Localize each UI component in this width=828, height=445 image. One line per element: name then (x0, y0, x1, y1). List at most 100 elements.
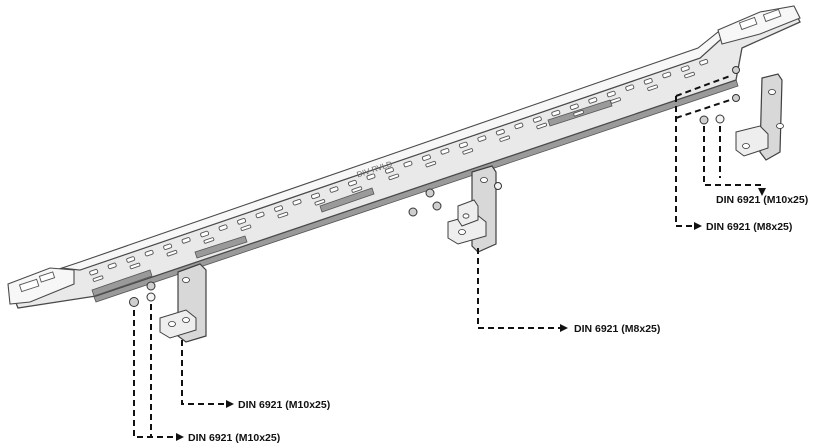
hex-nut-icon (408, 207, 418, 217)
rail-slot (532, 116, 542, 123)
rail-slot (351, 186, 363, 193)
right-bracket-hole (768, 89, 776, 95)
rail-slot (126, 256, 136, 263)
leader-center-m8 (477, 248, 560, 329)
right-bracket-hole (776, 123, 784, 129)
center-bracket-hole (480, 177, 488, 183)
left-bracket-hole (182, 317, 190, 323)
hex-nut-icon (432, 201, 442, 211)
rail-slot (684, 71, 695, 79)
right-bracket-assembly (699, 66, 784, 161)
rail-slot (218, 224, 228, 231)
rail-slot (166, 249, 178, 257)
rail-slot (203, 237, 215, 244)
rail-slot (366, 173, 376, 181)
rail-slot (499, 135, 511, 142)
rail-slot (292, 198, 302, 206)
rail-flange-clip (194, 235, 248, 259)
rail-slot (569, 103, 579, 111)
rail-slot (129, 262, 141, 270)
rail-slot (551, 109, 561, 117)
rail-slot (311, 192, 320, 200)
rail-slot (388, 173, 400, 181)
rail-slot (610, 97, 622, 104)
leader-left-m10-upper (181, 340, 226, 405)
rail-left-end-tab (7, 267, 75, 305)
rail-slot (89, 268, 99, 276)
left-bracket-foot (159, 309, 197, 339)
arrowhead-icon (176, 433, 184, 441)
rail-slot (181, 237, 191, 244)
arrowhead-icon (560, 324, 568, 332)
rail-slot (699, 58, 709, 66)
rail-right-end-slot (738, 16, 758, 31)
leader-left-m10-lower (133, 310, 176, 438)
hex-nut-icon (129, 297, 139, 307)
left-bracket-assembly (129, 263, 207, 343)
rail-slot (403, 160, 413, 168)
left-bracket-hole (168, 321, 176, 327)
rail-slot (240, 224, 252, 231)
arrowhead-icon (226, 400, 234, 408)
hex-nut-icon (146, 281, 156, 291)
left-bracket-hole (182, 277, 190, 283)
arrowhead-icon (694, 222, 702, 230)
rail-slot (458, 141, 468, 149)
right-bracket-hole (742, 143, 750, 149)
rail-slot (606, 90, 616, 98)
rail-slot (588, 97, 598, 104)
center-bracket-hole (462, 213, 470, 219)
rail-slot (573, 109, 585, 117)
rail-slot (425, 160, 437, 168)
rail-slot (514, 122, 524, 130)
callout-right-m10: DIN 6921 (M10x25) (716, 194, 808, 206)
rail-slot (329, 186, 339, 193)
rail-slot (680, 65, 690, 72)
rail-slot (495, 128, 505, 136)
center-bracket-tab (457, 199, 479, 227)
arrowhead-icon (758, 188, 766, 196)
leader-right-m8 (675, 96, 694, 227)
rail-slot (92, 275, 104, 282)
callout-center-m8: DIN 6921 (M8x25) (574, 323, 660, 335)
bolt-head-icon (494, 182, 502, 190)
rail-top-face (61, 7, 797, 271)
rail-slot (163, 243, 173, 251)
rail-flange-clip (91, 269, 153, 297)
rail-slot (384, 167, 394, 174)
rail-slot (625, 84, 635, 91)
hex-nut-icon (732, 66, 740, 74)
center-bracket-assembly (408, 165, 502, 253)
rail-slot (462, 148, 474, 155)
rail-slot (107, 262, 117, 270)
rail-slot (647, 84, 658, 91)
rail-perforations (89, 58, 709, 282)
bolt-head-icon (146, 292, 156, 302)
rail-slot (314, 199, 326, 206)
rail-left-end-slot (18, 278, 40, 293)
rail-slot (144, 249, 154, 257)
rail-slot (440, 148, 450, 155)
mounting-rail: DIV-RVLD (7, 5, 801, 309)
rail-slot (348, 179, 357, 187)
rail-flange-clip (319, 187, 375, 213)
callout-left-m10-lower: DIN 6921 (M10x25) (188, 432, 280, 444)
rail-slot (237, 218, 247, 225)
rail-slot (274, 205, 284, 212)
callout-left-m10-upper: DIN 6921 (M10x25) (238, 399, 330, 411)
rail-slot (255, 211, 265, 219)
rail-slot (200, 230, 210, 238)
rail-slot (536, 122, 548, 130)
hex-nut-icon (732, 94, 740, 102)
rail-left-end-slot-2 (38, 271, 56, 283)
leader-lines (133, 75, 766, 441)
rail-slot (662, 71, 672, 79)
rail-slot (421, 154, 431, 161)
center-bracket-hole (458, 229, 466, 235)
rail-slot (477, 135, 487, 142)
callout-right-m8: DIN 6921 (M8x25) (706, 221, 792, 233)
bolt-head-icon (715, 114, 725, 124)
hex-nut-icon (425, 188, 435, 198)
hex-nut-icon (699, 115, 709, 125)
